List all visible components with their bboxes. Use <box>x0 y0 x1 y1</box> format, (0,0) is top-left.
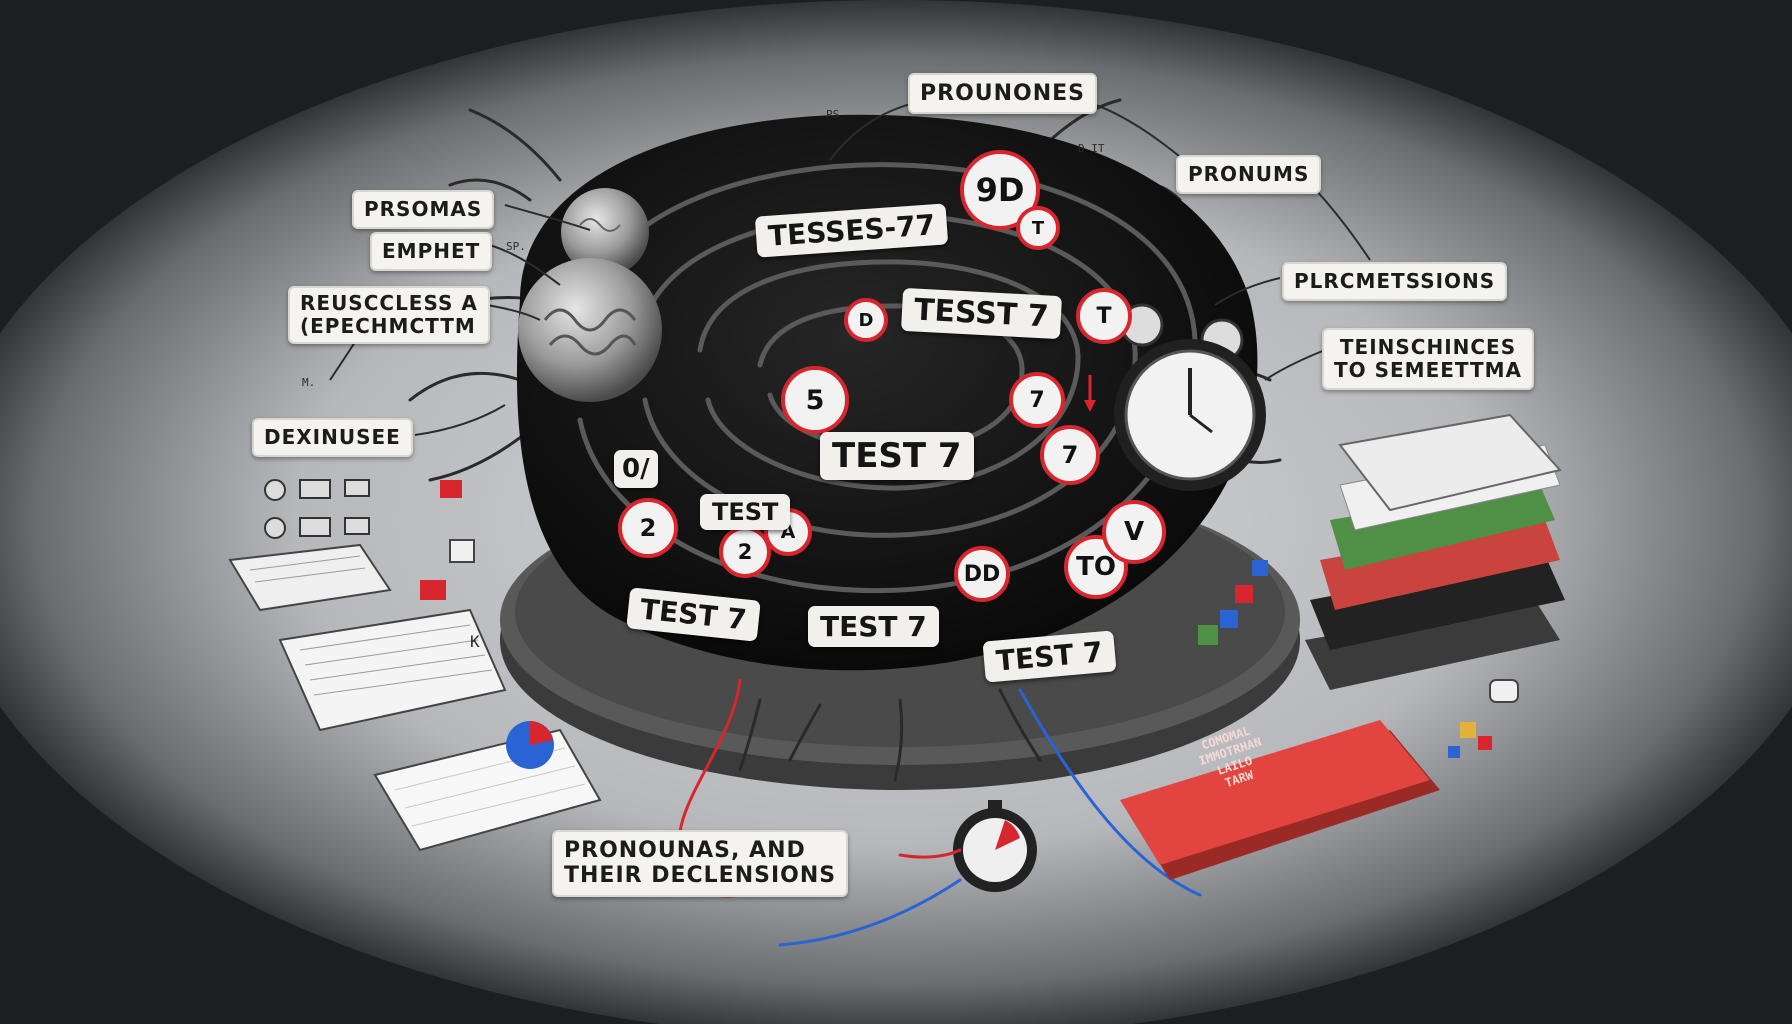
circle-marker: 9D <box>960 150 1040 230</box>
tag-test-center: TEST 7 <box>820 432 974 480</box>
scribble-ps: PS <box>826 108 840 121</box>
label-reuscless: REUSCCLESS A (EPECHMCTTM <box>288 286 490 344</box>
label-pronounas: PRONOUNAS, AND THEIR DECLENSIONS <box>552 830 849 897</box>
circle-marker: 7 <box>1040 425 1100 485</box>
pie-chart-icon <box>506 721 554 769</box>
label-prsomas: PRSOMAS <box>352 190 495 229</box>
scribble-m: M. <box>302 376 316 389</box>
tag-test-upper: TESST 7 <box>900 287 1062 340</box>
label-teinschinces-line1: TEINSCHINCES <box>1339 335 1517 359</box>
alarm-clock-icon <box>1084 303 1266 491</box>
circle-marker: DD <box>954 546 1010 602</box>
label-reuscless-line1: REUSCCLESS A <box>300 291 478 315</box>
circle-marker: V <box>1102 500 1166 564</box>
red-book-icon <box>1120 720 1440 880</box>
circle-marker: 2 <box>618 498 678 558</box>
tag-test-small: TEST <box>700 494 791 530</box>
stopwatch-icon <box>953 800 1037 892</box>
circle-marker: T <box>1016 206 1060 250</box>
circle-marker: 5 <box>781 366 849 434</box>
label-teinschinces: TEINSCHINCES TO SEMEETTMA <box>1322 328 1535 390</box>
circle-marker: 7 <box>1009 372 1065 428</box>
label-teinschinces-line2: TO SEMEETTMA <box>1334 358 1523 382</box>
label-reuscless-line2: (EPECHMCTTM <box>300 314 476 338</box>
label-pronums: PRONUMS <box>1176 155 1322 194</box>
circle-marker: D <box>844 298 888 342</box>
label-pronounas-line1: PRONOUNAS, AND <box>564 838 806 863</box>
open-notebook-icon <box>228 543 507 732</box>
label-dexinusee: DEXINUSEE <box>252 418 413 457</box>
circle-marker: TO <box>1064 535 1128 599</box>
circle-marker: T <box>1076 288 1132 344</box>
tool-widgets <box>264 479 370 539</box>
scribble-sp: SP. <box>506 240 526 253</box>
small-cubes <box>420 480 1519 758</box>
tag-fraction: 0/ <box>614 450 658 488</box>
label-plrcmetssions: PLRCMETSSIONS <box>1282 262 1508 301</box>
brain-sphere-icon <box>518 188 662 402</box>
book-stack-icon <box>1305 413 1565 690</box>
tag-test-bottom-mid: TEST 7 <box>808 606 939 647</box>
scribble-k: K <box>470 632 480 651</box>
label-prounones: PROUNONES <box>908 73 1098 115</box>
label-pronounas-line2: THEIR DECLENSIONS <box>564 863 837 889</box>
scribble-dit: D IT <box>1078 142 1105 155</box>
label-empiet: EMPHET <box>370 232 493 271</box>
